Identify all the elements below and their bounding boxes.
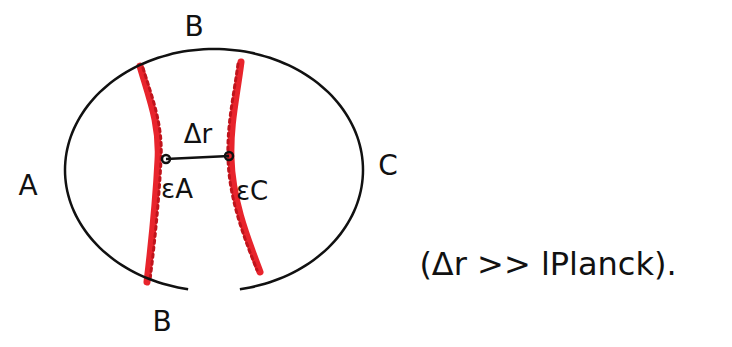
distance-label: Δr bbox=[184, 120, 212, 149]
circle-stroke bbox=[65, 49, 363, 289]
region-label: B bbox=[152, 307, 171, 338]
delta-r-segment bbox=[166, 156, 229, 159]
segment-end bbox=[162, 155, 170, 163]
left-surface-texture bbox=[143, 68, 161, 280]
surface-label: εA bbox=[161, 175, 193, 204]
left-surface bbox=[140, 66, 158, 282]
region-label: C bbox=[378, 151, 398, 182]
right-surface-texture bbox=[228, 64, 257, 270]
circle-region: εA ΔrεC bbox=[62, 46, 366, 294]
region-label: B bbox=[184, 12, 203, 43]
region-label: A bbox=[18, 171, 37, 202]
circle-outline bbox=[62, 46, 366, 294]
condition-note: (Δr >> lPlanck). bbox=[419, 247, 676, 282]
surface-label: εC bbox=[236, 177, 268, 206]
segment-end bbox=[225, 152, 233, 160]
